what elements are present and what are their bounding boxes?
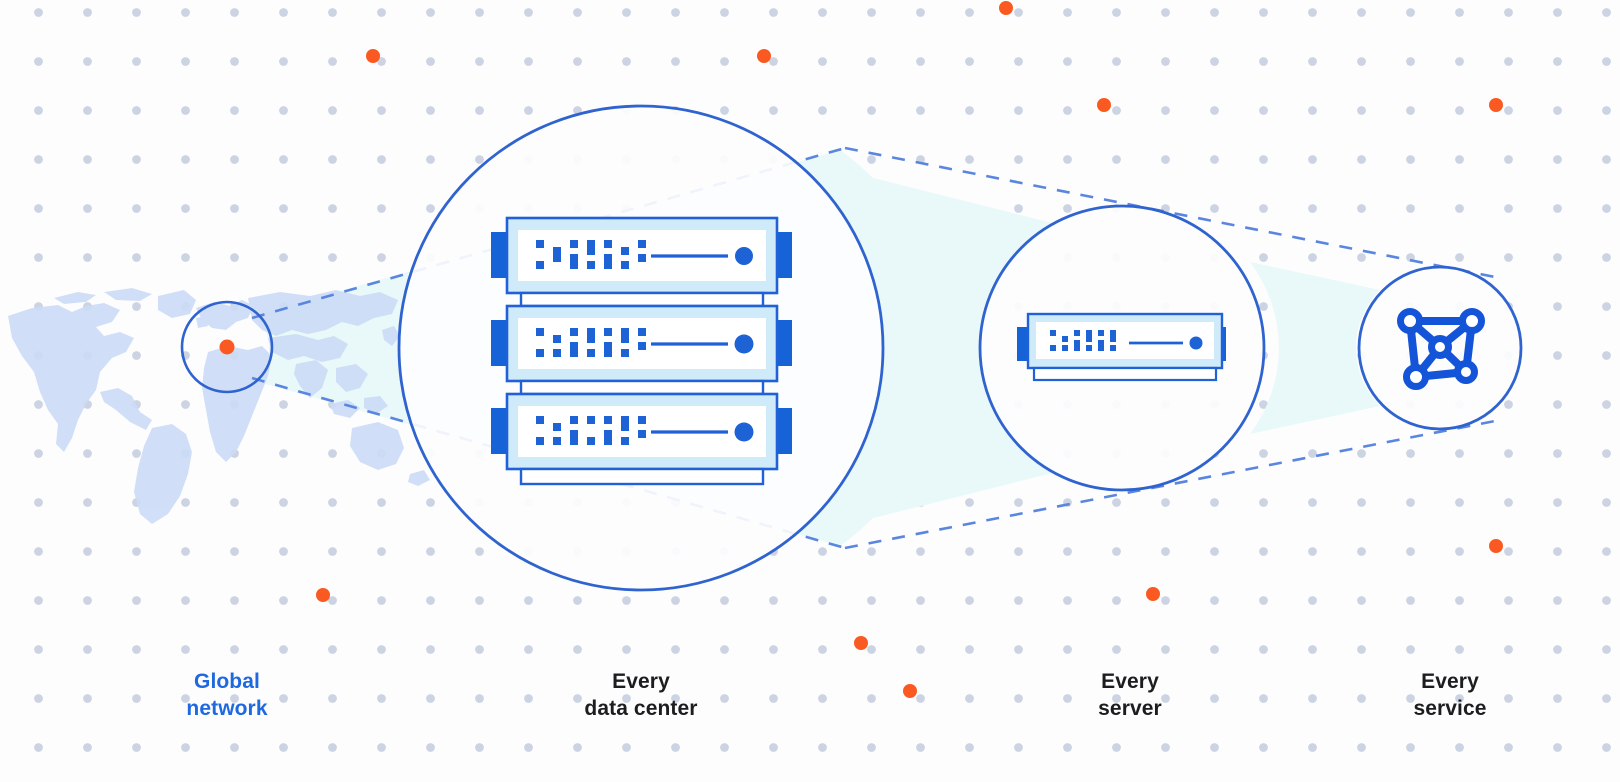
graph-node-center: [1428, 335, 1452, 359]
rack-unit-1: [491, 216, 792, 295]
rack-unit-3-leds: [536, 416, 646, 445]
orange-dot: [757, 49, 771, 63]
stage-every-data-center[interactable]: [397, 104, 885, 592]
orange-dot: [366, 49, 380, 63]
single-server-leds: [1050, 330, 1116, 351]
global-network-orange-marker: [219, 339, 235, 355]
orange-dot: [1097, 98, 1111, 112]
graph-node-bottom-right: [1454, 360, 1478, 384]
label-every-service: Every service: [1413, 670, 1487, 720]
orange-dot: [1489, 98, 1503, 112]
orange-dot: [903, 684, 917, 698]
orange-accent-dots: [316, 1, 1503, 698]
graph-node-bottom-left: [1403, 364, 1429, 390]
rack-unit-2: [491, 304, 792, 383]
label-every-server: Every server: [1098, 670, 1162, 720]
rack-base: [519, 467, 765, 486]
label-global-network: Global network: [186, 670, 268, 720]
global-network-circle: [180, 300, 274, 394]
rack-unit-1-leds: [536, 240, 646, 269]
funnel-server-to-service: [1250, 262, 1380, 434]
orange-dot: [1489, 539, 1503, 553]
rack-unit-2-leds: [536, 328, 646, 357]
stage-every-server[interactable]: [978, 204, 1266, 492]
label-every-data-center: Every data center: [584, 670, 698, 720]
single-server-base: [1032, 366, 1218, 382]
dashed-line-bottom-2: [844, 418, 1501, 550]
rack-unit-3: [491, 392, 792, 471]
graph-node-top-right: [1459, 308, 1485, 334]
rack-gap-2: [519, 379, 765, 396]
single-server-icon: [1017, 312, 1226, 382]
stage-every-service[interactable]: [1357, 265, 1523, 431]
network-graph-icon: [1397, 308, 1485, 390]
stage-global-network[interactable]: [180, 300, 274, 394]
dashed-line-top-2: [844, 146, 1501, 280]
rack-gap-1: [519, 291, 765, 308]
orange-dot: [1146, 587, 1160, 601]
orange-dot: [999, 1, 1013, 15]
graph-node-top-left: [1397, 308, 1423, 334]
orange-dot: [854, 636, 868, 650]
world-map-icon: [8, 288, 430, 524]
orange-dot: [316, 588, 330, 602]
server-rack-icon: [491, 216, 792, 486]
